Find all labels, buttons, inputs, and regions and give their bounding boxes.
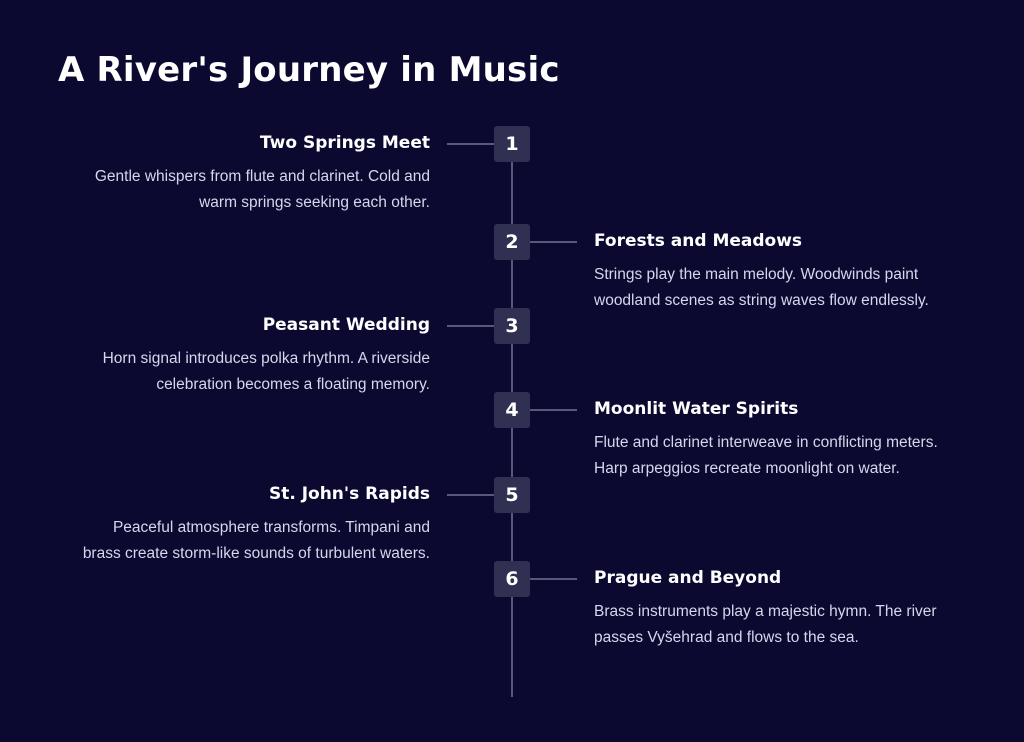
stage-description-4-line-2: Harp arpeggios recreate moonlight on wat… bbox=[594, 460, 900, 477]
stage-heading-5: St. John's Rapids bbox=[268, 484, 430, 504]
stage-heading-3: Peasant Wedding bbox=[262, 315, 430, 335]
step-badge-4: 4 bbox=[494, 392, 530, 428]
stage-description-3-line-2: celebration becomes a floating memory. bbox=[156, 376, 430, 393]
page-title: A River's Journey in Music bbox=[58, 50, 560, 90]
stage-heading-4: Moonlit Water Spirits bbox=[594, 399, 799, 419]
stage-description-6: Brass instruments play a majestic hymn. … bbox=[594, 599, 974, 651]
connector-4 bbox=[530, 409, 577, 411]
stage-description-1-line-2: warm springs seeking each other. bbox=[199, 194, 430, 211]
step-badge-1: 1 bbox=[494, 126, 530, 162]
stage-description-5: Peaceful atmosphere transforms. Timpani … bbox=[50, 515, 430, 567]
connector-6 bbox=[530, 578, 577, 580]
step-badge-2: 2 bbox=[494, 224, 530, 260]
step-badge-6: 6 bbox=[494, 561, 530, 597]
stage-heading-6: Prague and Beyond bbox=[594, 568, 782, 588]
stage-heading-2: Forests and Meadows bbox=[594, 231, 803, 251]
stage-description-3: Horn signal introduces polka rhythm. A r… bbox=[50, 346, 430, 398]
stage-description-4-line-1: Flute and clarinet interweave in conflic… bbox=[594, 434, 938, 451]
stage-description-4: Flute and clarinet interweave in conflic… bbox=[594, 430, 974, 482]
connector-3 bbox=[447, 325, 494, 327]
stage-description-5-line-2: brass create storm-like sounds of turbul… bbox=[82, 545, 430, 562]
stage-description-6-line-1: Brass instruments play a majestic hymn. … bbox=[594, 603, 937, 620]
connector-2 bbox=[530, 241, 577, 243]
stage-heading-1: Two Springs Meet bbox=[259, 133, 430, 153]
step-badge-5: 5 bbox=[494, 477, 530, 513]
connector-5 bbox=[447, 494, 494, 496]
stage-description-2-line-2: woodland scenes as string waves flow end… bbox=[594, 292, 929, 309]
stage-description-1: Gentle whispers from flute and clarinet.… bbox=[50, 164, 430, 216]
stage-description-6-line-2: passes Vyšehrad and flows to the sea. bbox=[594, 629, 859, 646]
stage-description-5-line-1: Peaceful atmosphere transforms. Timpani … bbox=[112, 519, 430, 536]
stage-description-2-line-1: Strings play the main melody. Woodwinds … bbox=[594, 266, 919, 283]
stage-description-3-line-1: Horn signal introduces polka rhythm. A r… bbox=[102, 350, 430, 367]
step-badge-3: 3 bbox=[494, 308, 530, 344]
stage-description-1-line-1: Gentle whispers from flute and clarinet.… bbox=[94, 168, 430, 185]
stage-description-2: Strings play the main melody. Woodwinds … bbox=[594, 262, 974, 314]
connector-1 bbox=[447, 143, 494, 145]
